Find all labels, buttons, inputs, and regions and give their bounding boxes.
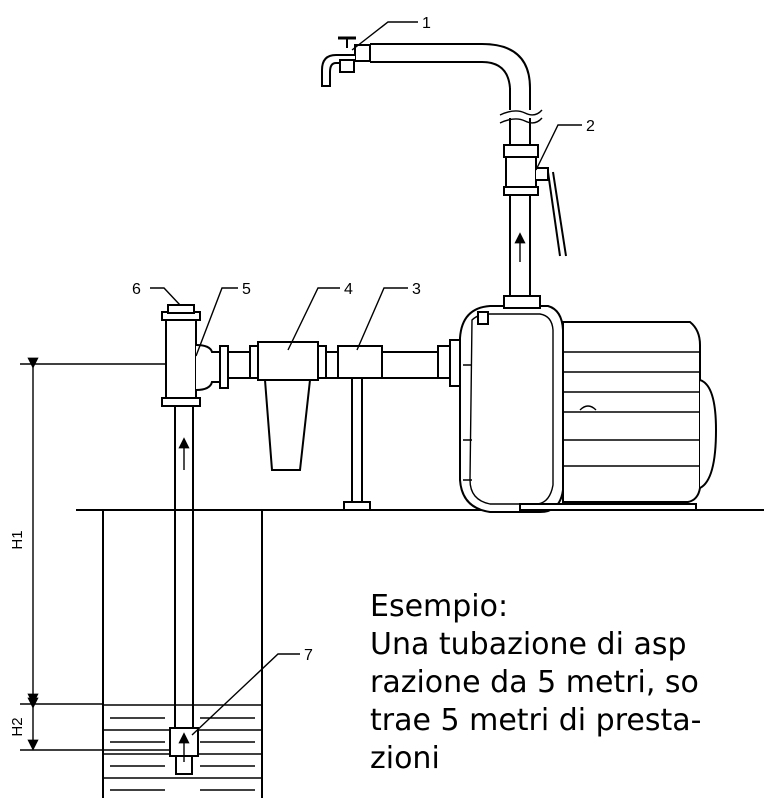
faucet: [321, 36, 371, 87]
callout-1-label: 1: [422, 15, 431, 32]
example-line-1: Una tubazione di asp: [370, 627, 687, 662]
example-line-3: trae 5 metri di presta-: [370, 703, 702, 738]
callout-7-label: 7: [304, 647, 313, 664]
motor: [519, 321, 718, 511]
filler-cap: [167, 304, 195, 314]
example-line-4: zioni: [370, 741, 440, 776]
valve-support: [343, 378, 371, 511]
pump-inlet-coupling: [437, 339, 461, 387]
callout-4-label: 4: [344, 281, 353, 298]
h2-label: H2: [9, 717, 26, 736]
pump-body: [459, 305, 564, 513]
callout-2-label: 2: [586, 118, 595, 135]
example-note: Esempio: Una tubazione di asp razione da…: [370, 588, 701, 778]
foot-valve: [169, 727, 199, 775]
suction-pipe: [174, 405, 194, 728]
h1-label: H1: [9, 530, 26, 549]
tee-fitting: [161, 311, 229, 407]
example-title: Esempio:: [370, 589, 509, 624]
discharge-pipe: [503, 192, 541, 309]
callout-6-label: 6: [132, 281, 141, 298]
callout-3-label: 3: [412, 281, 421, 298]
ball-valve: [503, 144, 567, 257]
dimension-lines: [20, 357, 170, 751]
callout-leaders: [150, 21, 582, 736]
callout-5-label: 5: [242, 281, 251, 298]
riser-pipe: [369, 43, 543, 145]
check-valve: [337, 345, 383, 379]
example-line-2: razione da 5 metri, so: [370, 665, 699, 700]
filter: [249, 341, 327, 471]
